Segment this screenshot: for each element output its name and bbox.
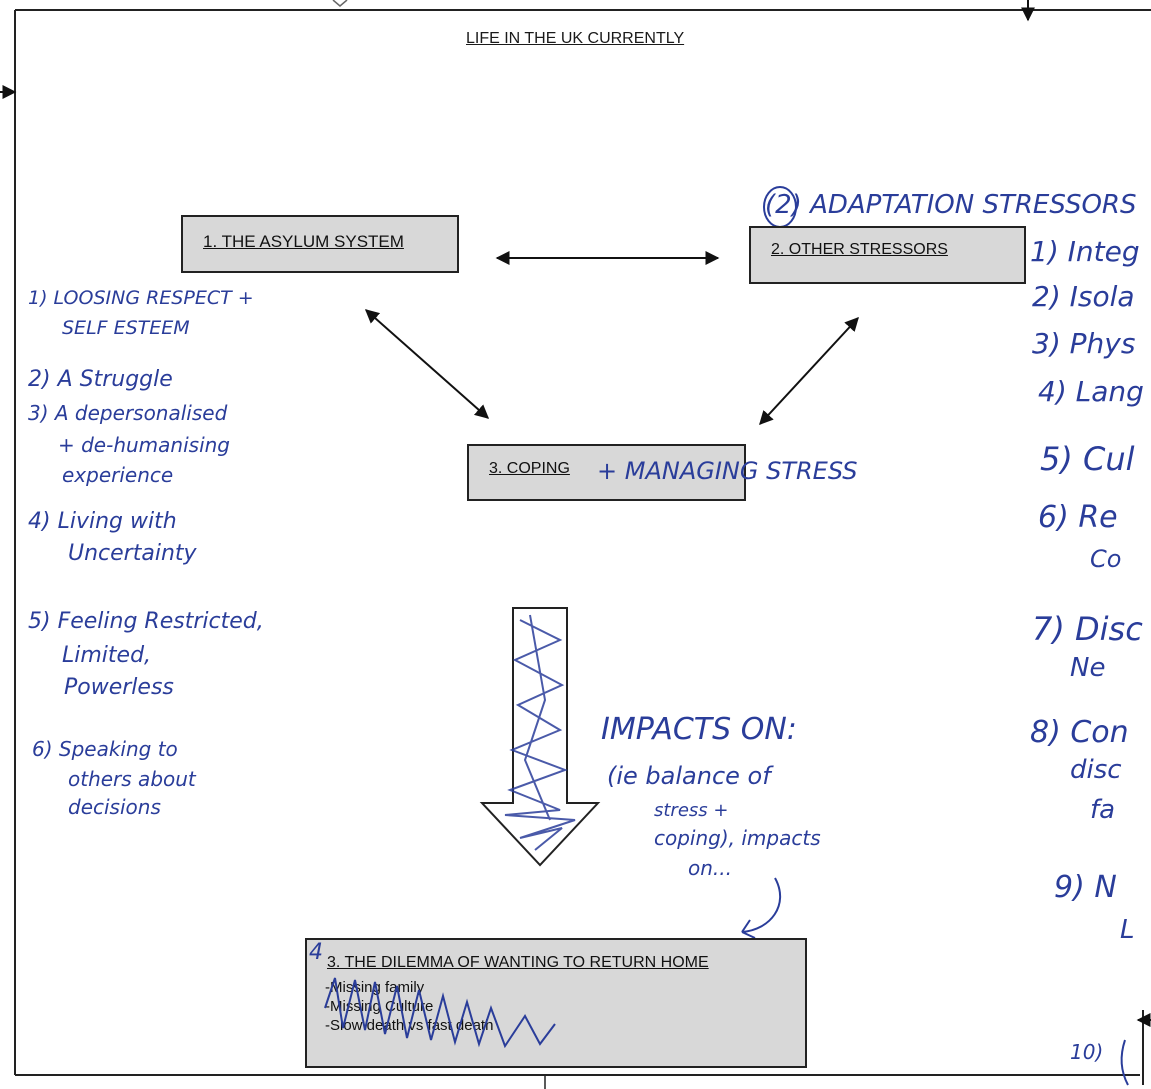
hand-adaptation-stressors: (2) ADAPTATION STRESSORS [765, 190, 1137, 220]
hand-impacts-line4: on... [688, 856, 732, 880]
hand-impacts-title: IMPACTS ON: [601, 712, 797, 747]
hand-left-item: 5) Feeling Restricted, [28, 609, 264, 634]
other-stressors-label: 2. OTHER STRESSORS [771, 241, 948, 258]
hand-right-item: 8) Con [1030, 715, 1129, 750]
hand-right-item: 7) Disc [1032, 610, 1143, 648]
hand-right-list: 1) Integ 2) Isola 3) Phys 4) Lang 5) Cul… [1030, 235, 1151, 1089]
hand-impacts-line1: (ie balance of [607, 762, 771, 790]
arrow-top-stub [332, 0, 348, 7]
hand-left-item: Powerless [64, 675, 174, 700]
hand-right-item: 6) Re [1038, 500, 1118, 535]
hand-left-item: decisions [68, 795, 161, 819]
hand-right-item: 4) Lang [1038, 375, 1144, 408]
hand-right-item: disc [1070, 755, 1122, 785]
hand-left-item: experience [62, 463, 174, 487]
asylum-system-label: 1. THE ASYLUM SYSTEM [203, 232, 404, 251]
dilemma-title: 3. THE DILEMMA OF WANTING TO RETURN HOME [327, 954, 709, 971]
hand-right-item: 1) Integ [1030, 235, 1140, 268]
arrow-other-coping [759, 316, 859, 426]
hand-impacts-line2: stress + [654, 800, 729, 821]
hand-left-item: 3) A depersonalised [28, 401, 228, 425]
hand-dilemma-number: 4 [309, 940, 323, 965]
box-dilemma: 3. THE DILEMMA OF WANTING TO RETURN HOME… [305, 938, 807, 1068]
hand-right-item: 5) Cul [1040, 440, 1135, 478]
hand-right-item: 2) Isola [1032, 280, 1135, 313]
dilemma-scribble [324, 977, 556, 1048]
hand-left-item: SELF ESTEEM [62, 317, 190, 339]
box-asylum-system: 1. THE ASYLUM SYSTEM [181, 215, 459, 273]
hand-right-item: fa [1090, 795, 1116, 825]
big-down-arrow [479, 607, 601, 867]
hand-right-item: Co [1090, 545, 1122, 573]
hand-impacts-line3: coping), impacts [654, 826, 821, 850]
hand-managing-stress: + MANAGING STRESS [597, 457, 858, 485]
hand-right-item: 3) Phys [1032, 327, 1136, 360]
box-coping: 3. COPING [467, 444, 746, 501]
hand-right-item: L [1120, 915, 1135, 945]
hand-left-item: 6) Speaking to [32, 737, 178, 761]
hand-left-item: Uncertainty [68, 541, 197, 566]
hand-left-item: 2) A Struggle [28, 367, 173, 392]
hand-left-item: + de-humanising [58, 433, 231, 457]
right-bracket [1120, 1039, 1129, 1086]
hand-right-item: 10) [1070, 1040, 1104, 1064]
coping-label: 3. COPING [489, 460, 570, 477]
hand-right-item: Ne [1070, 653, 1106, 683]
page-title: LIFE IN THE UK CURRENTLY [466, 30, 685, 47]
hand-left-item: Limited, [62, 643, 152, 668]
box-other-stressors: 2. OTHER STRESSORS [749, 226, 1026, 284]
hand-right-item: 9) N [1054, 870, 1117, 905]
arrow-scribble [504, 614, 576, 851]
hand-left-item: 1) LOOSING RESPECT + [28, 287, 254, 309]
curly-arrow [741, 877, 782, 939]
hand-left-item: others about [68, 767, 196, 791]
hand-left-item: 4) Living with [28, 509, 177, 534]
arrow-asylum-coping [364, 309, 490, 419]
